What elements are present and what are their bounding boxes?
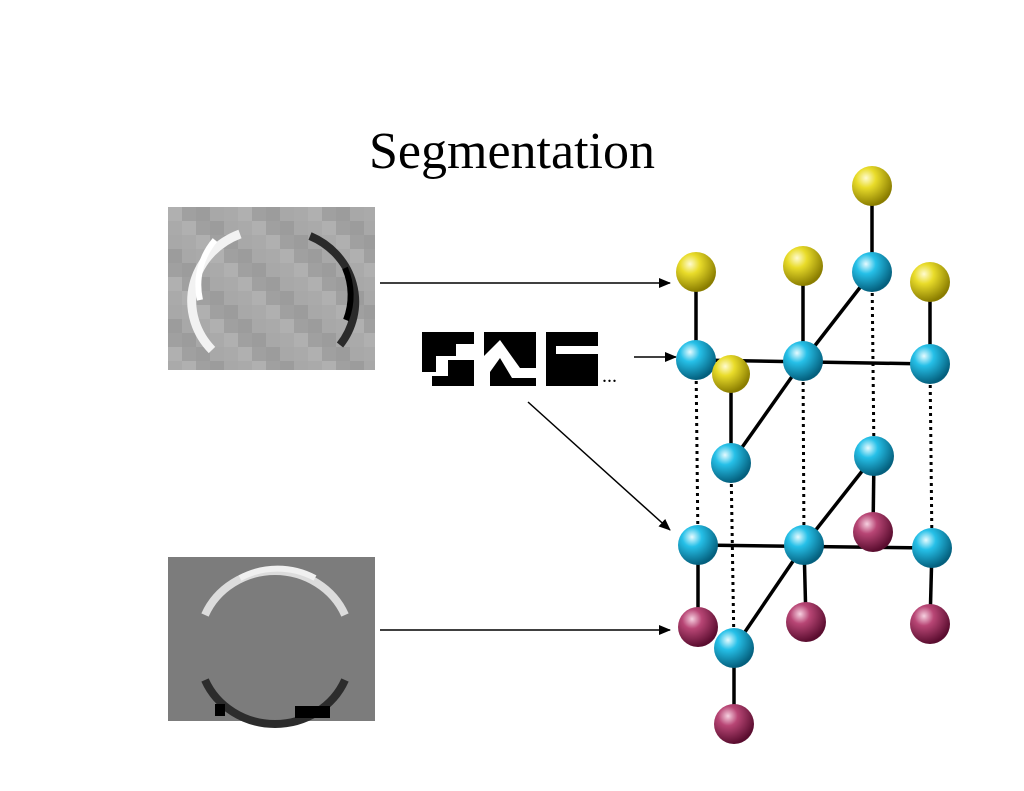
- ellipsis-label: ...: [602, 365, 617, 387]
- node-blue: [854, 436, 894, 476]
- node-blue: [711, 443, 751, 483]
- node-yellow: [676, 252, 716, 292]
- arrows: [380, 278, 677, 635]
- node-magenta: [714, 704, 754, 744]
- node-magenta: [853, 512, 893, 552]
- node-blue: [912, 528, 952, 568]
- graph-nodes: [676, 166, 952, 744]
- arrow-diagonal: [527, 401, 671, 531]
- node-yellow: [852, 166, 892, 206]
- node-magenta: [786, 602, 826, 642]
- node-blue: [714, 628, 754, 668]
- node-magenta: [678, 607, 718, 647]
- node-yellow: [910, 262, 950, 302]
- node-blue: [910, 344, 950, 384]
- binary-segmentation-pattern-icon: [418, 332, 598, 386]
- slide-title: Segmentation: [369, 123, 655, 180]
- node-blue: [852, 252, 892, 292]
- node-yellow: [712, 355, 750, 393]
- horizontal-gradient-image: [168, 207, 375, 370]
- node-yellow: [783, 246, 823, 286]
- graph-dotted-edges: [694, 271, 934, 649]
- vertical-gradient-image: [168, 557, 375, 728]
- node-blue: [676, 340, 716, 380]
- node-blue: [783, 341, 823, 381]
- node-magenta: [910, 604, 950, 644]
- node-blue: [678, 525, 718, 565]
- node-blue: [784, 525, 824, 565]
